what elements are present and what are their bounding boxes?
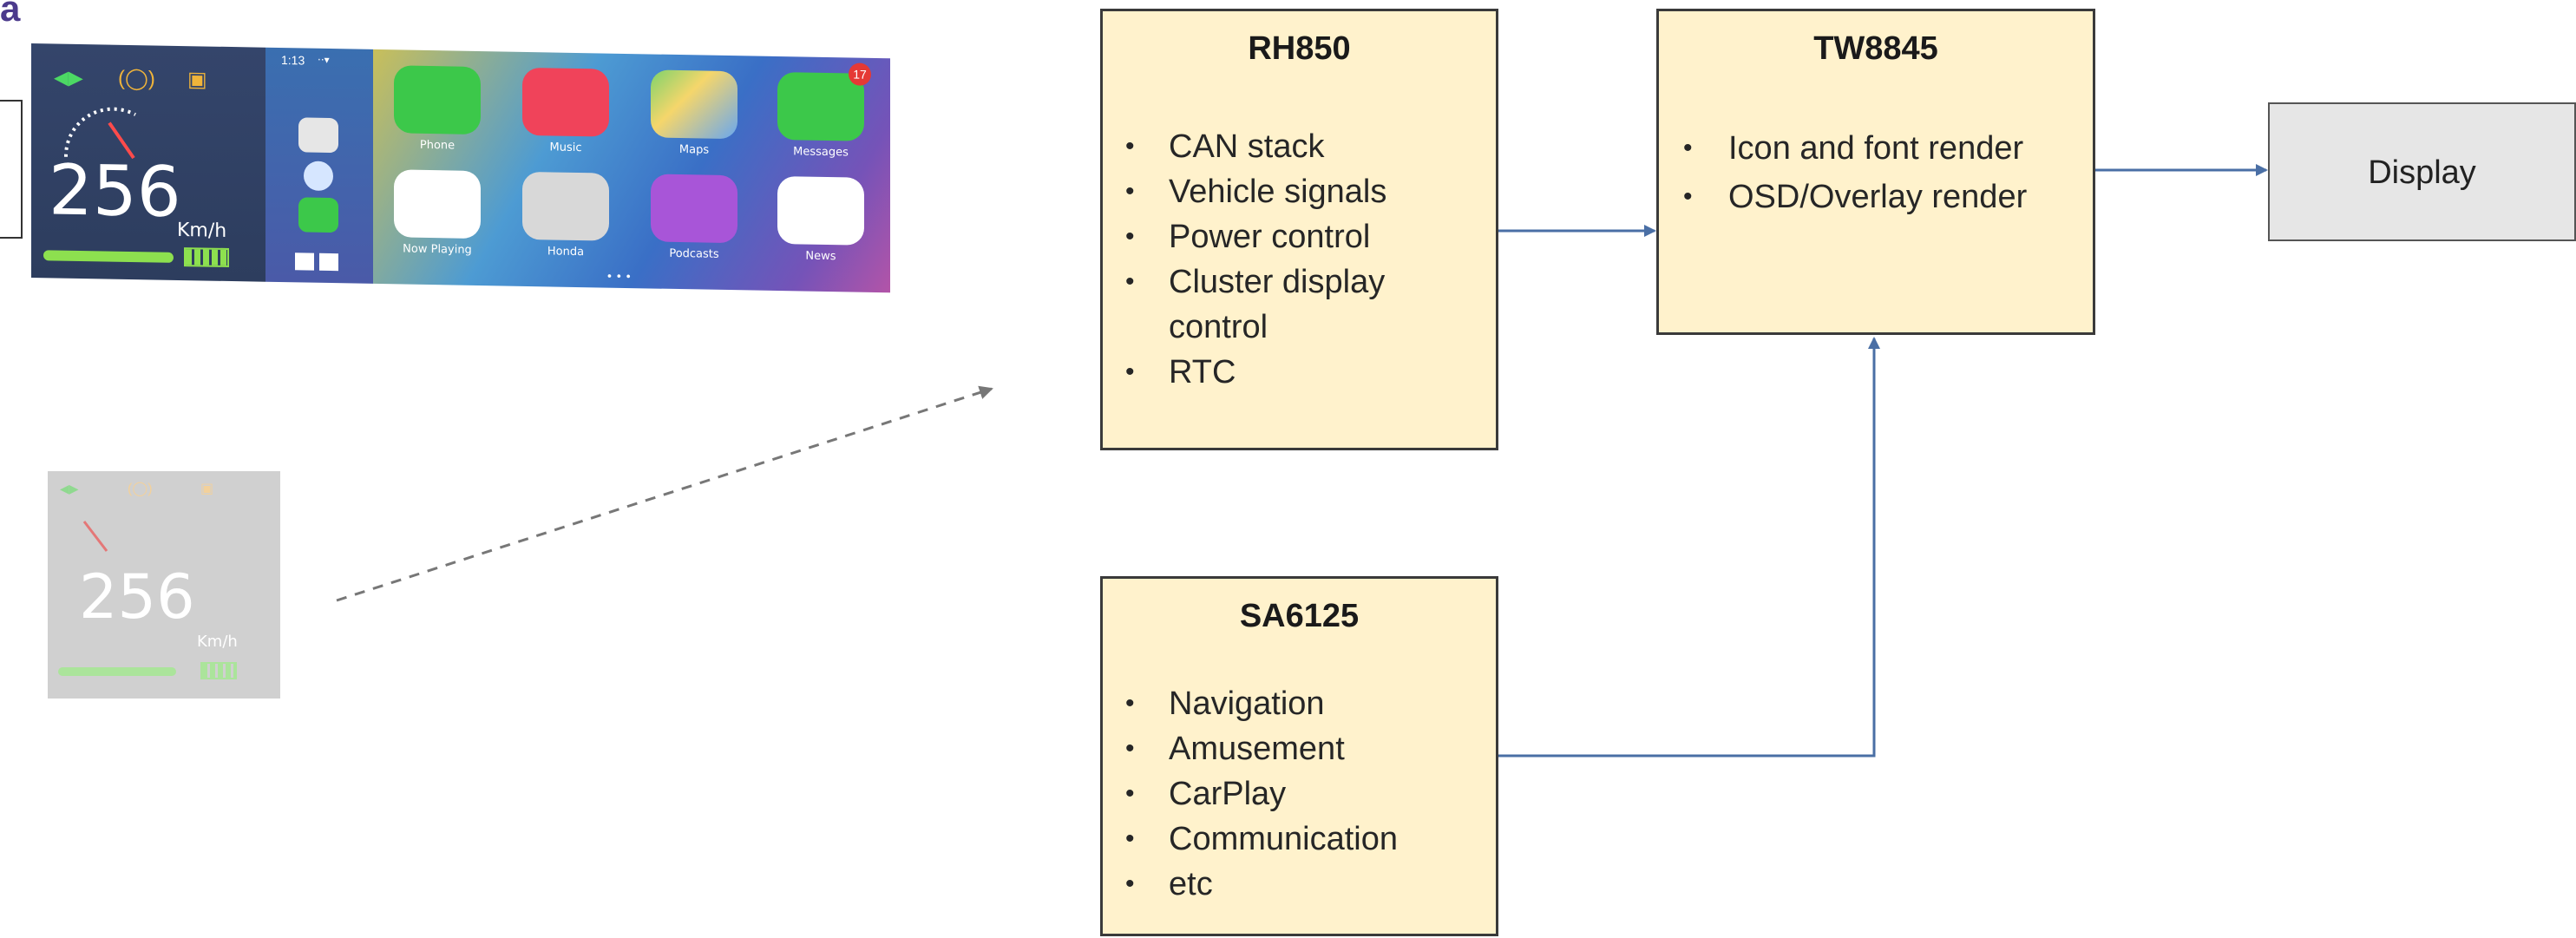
turn-signal-icon: ◀▶ — [60, 482, 79, 495]
block-item-list: Navigation Amusement CarPlay Communicati… — [1125, 681, 1490, 907]
honda-icon — [522, 171, 609, 241]
dashboard-icon — [295, 253, 340, 272]
now-playing-icon — [394, 169, 481, 239]
range-bar — [43, 250, 174, 263]
phone-icon — [394, 65, 481, 135]
app-label: Now Playing — [403, 242, 472, 257]
turn-signal-icon: ◀▶ — [54, 66, 83, 89]
block-item: RTC — [1125, 350, 1490, 395]
block-item-list: Icon and font render OSD/Overlay render — [1683, 124, 2091, 221]
display-label: Display — [2368, 154, 2476, 191]
block-item: Vehicle signals — [1125, 169, 1490, 214]
messages-icon — [777, 72, 864, 141]
gauge-icon — [63, 107, 136, 160]
battery-warning-icon: ▣ — [187, 68, 207, 92]
block-item: Icon and font render — [1683, 124, 2091, 173]
corner-mark: a — [0, 0, 21, 29]
instrument-cluster-panel: ◀▶ (◯) ▣ 256 Km/h — [31, 43, 265, 282]
dock-music-icon — [304, 161, 333, 192]
gauge-icon — [82, 521, 108, 552]
speed-unit: Km/h — [177, 219, 227, 242]
block-item: CarPlay — [1125, 771, 1490, 817]
block-item: OSD/Overlay render — [1683, 173, 2091, 221]
block-item: Amusement — [1125, 726, 1490, 771]
app-label: Music — [549, 141, 582, 155]
block-item: CAN stack — [1125, 124, 1490, 169]
podcasts-icon — [651, 174, 737, 244]
app-label: Honda — [547, 245, 585, 259]
speed-value: 256 — [49, 149, 181, 233]
carplay-dock: 1:13 ⋅⋅▾ — [265, 47, 373, 284]
block-title: RH850 — [1248, 30, 1351, 67]
hazard-icon: (◯) — [128, 482, 153, 496]
faded-speed-value: 256 — [79, 561, 195, 633]
cluster-carplay-screen: ◀▶ (◯) ▣ 256 Km/h 1:13 ⋅⋅▾ Phone Music M… — [31, 43, 890, 293]
block-item: Cluster display control — [1125, 259, 1455, 350]
app-label: Phone — [419, 138, 456, 153]
block-item: Power control — [1125, 214, 1490, 259]
block-title: TW8845 — [1813, 30, 1938, 67]
block-sa6125: SA6125 Navigation Amusement CarPlay Comm… — [1100, 576, 1498, 936]
app-label: Maps — [678, 143, 710, 157]
block-item-list: CAN stack Vehicle signals Power control … — [1125, 124, 1490, 395]
news-icon — [777, 176, 864, 246]
dashed-arrow — [336, 385, 993, 602]
dock-phone-icon — [298, 197, 338, 233]
faded-range-bar — [58, 667, 176, 676]
app-label: Messages — [793, 145, 849, 160]
carplay-app-grid: Phone Music Maps 17 Messages Now Playing… — [373, 49, 890, 293]
maps-icon — [651, 69, 737, 140]
block-tw8845: TW8845 Icon and font render OSD/Overlay … — [1656, 9, 2095, 335]
messages-badge: 17 — [849, 62, 871, 86]
dock-maps-icon — [298, 117, 338, 154]
arrow-sa6125-to-tw8845 — [1498, 337, 1880, 758]
block-title: SA6125 — [1239, 598, 1360, 634]
battery-level-icon — [184, 247, 229, 267]
faded-battery-level-icon — [200, 662, 237, 679]
left-edge-strip — [0, 100, 23, 239]
page-dots: ••• — [607, 268, 636, 284]
hazard-icon: (◯) — [118, 66, 155, 91]
signal-icon: ⋅⋅▾ — [318, 53, 330, 66]
music-icon — [522, 67, 609, 137]
faded-speed-unit: Km/h — [197, 633, 238, 651]
app-label: Podcasts — [669, 246, 719, 261]
block-item: etc — [1125, 862, 1490, 907]
block-display: Display — [2268, 102, 2576, 241]
block-item: Navigation — [1125, 681, 1490, 726]
clock-time: 1:13 — [281, 53, 305, 68]
block-item: Communication — [1125, 817, 1490, 862]
app-label: News — [805, 249, 836, 264]
faded-cluster-image: ◀▶ (◯) ▣ 256 Km/h — [48, 471, 280, 699]
battery-warning-icon: ▣ — [200, 482, 214, 496]
block-rh850: RH850 CAN stack Vehicle signals Power co… — [1100, 9, 1498, 450]
